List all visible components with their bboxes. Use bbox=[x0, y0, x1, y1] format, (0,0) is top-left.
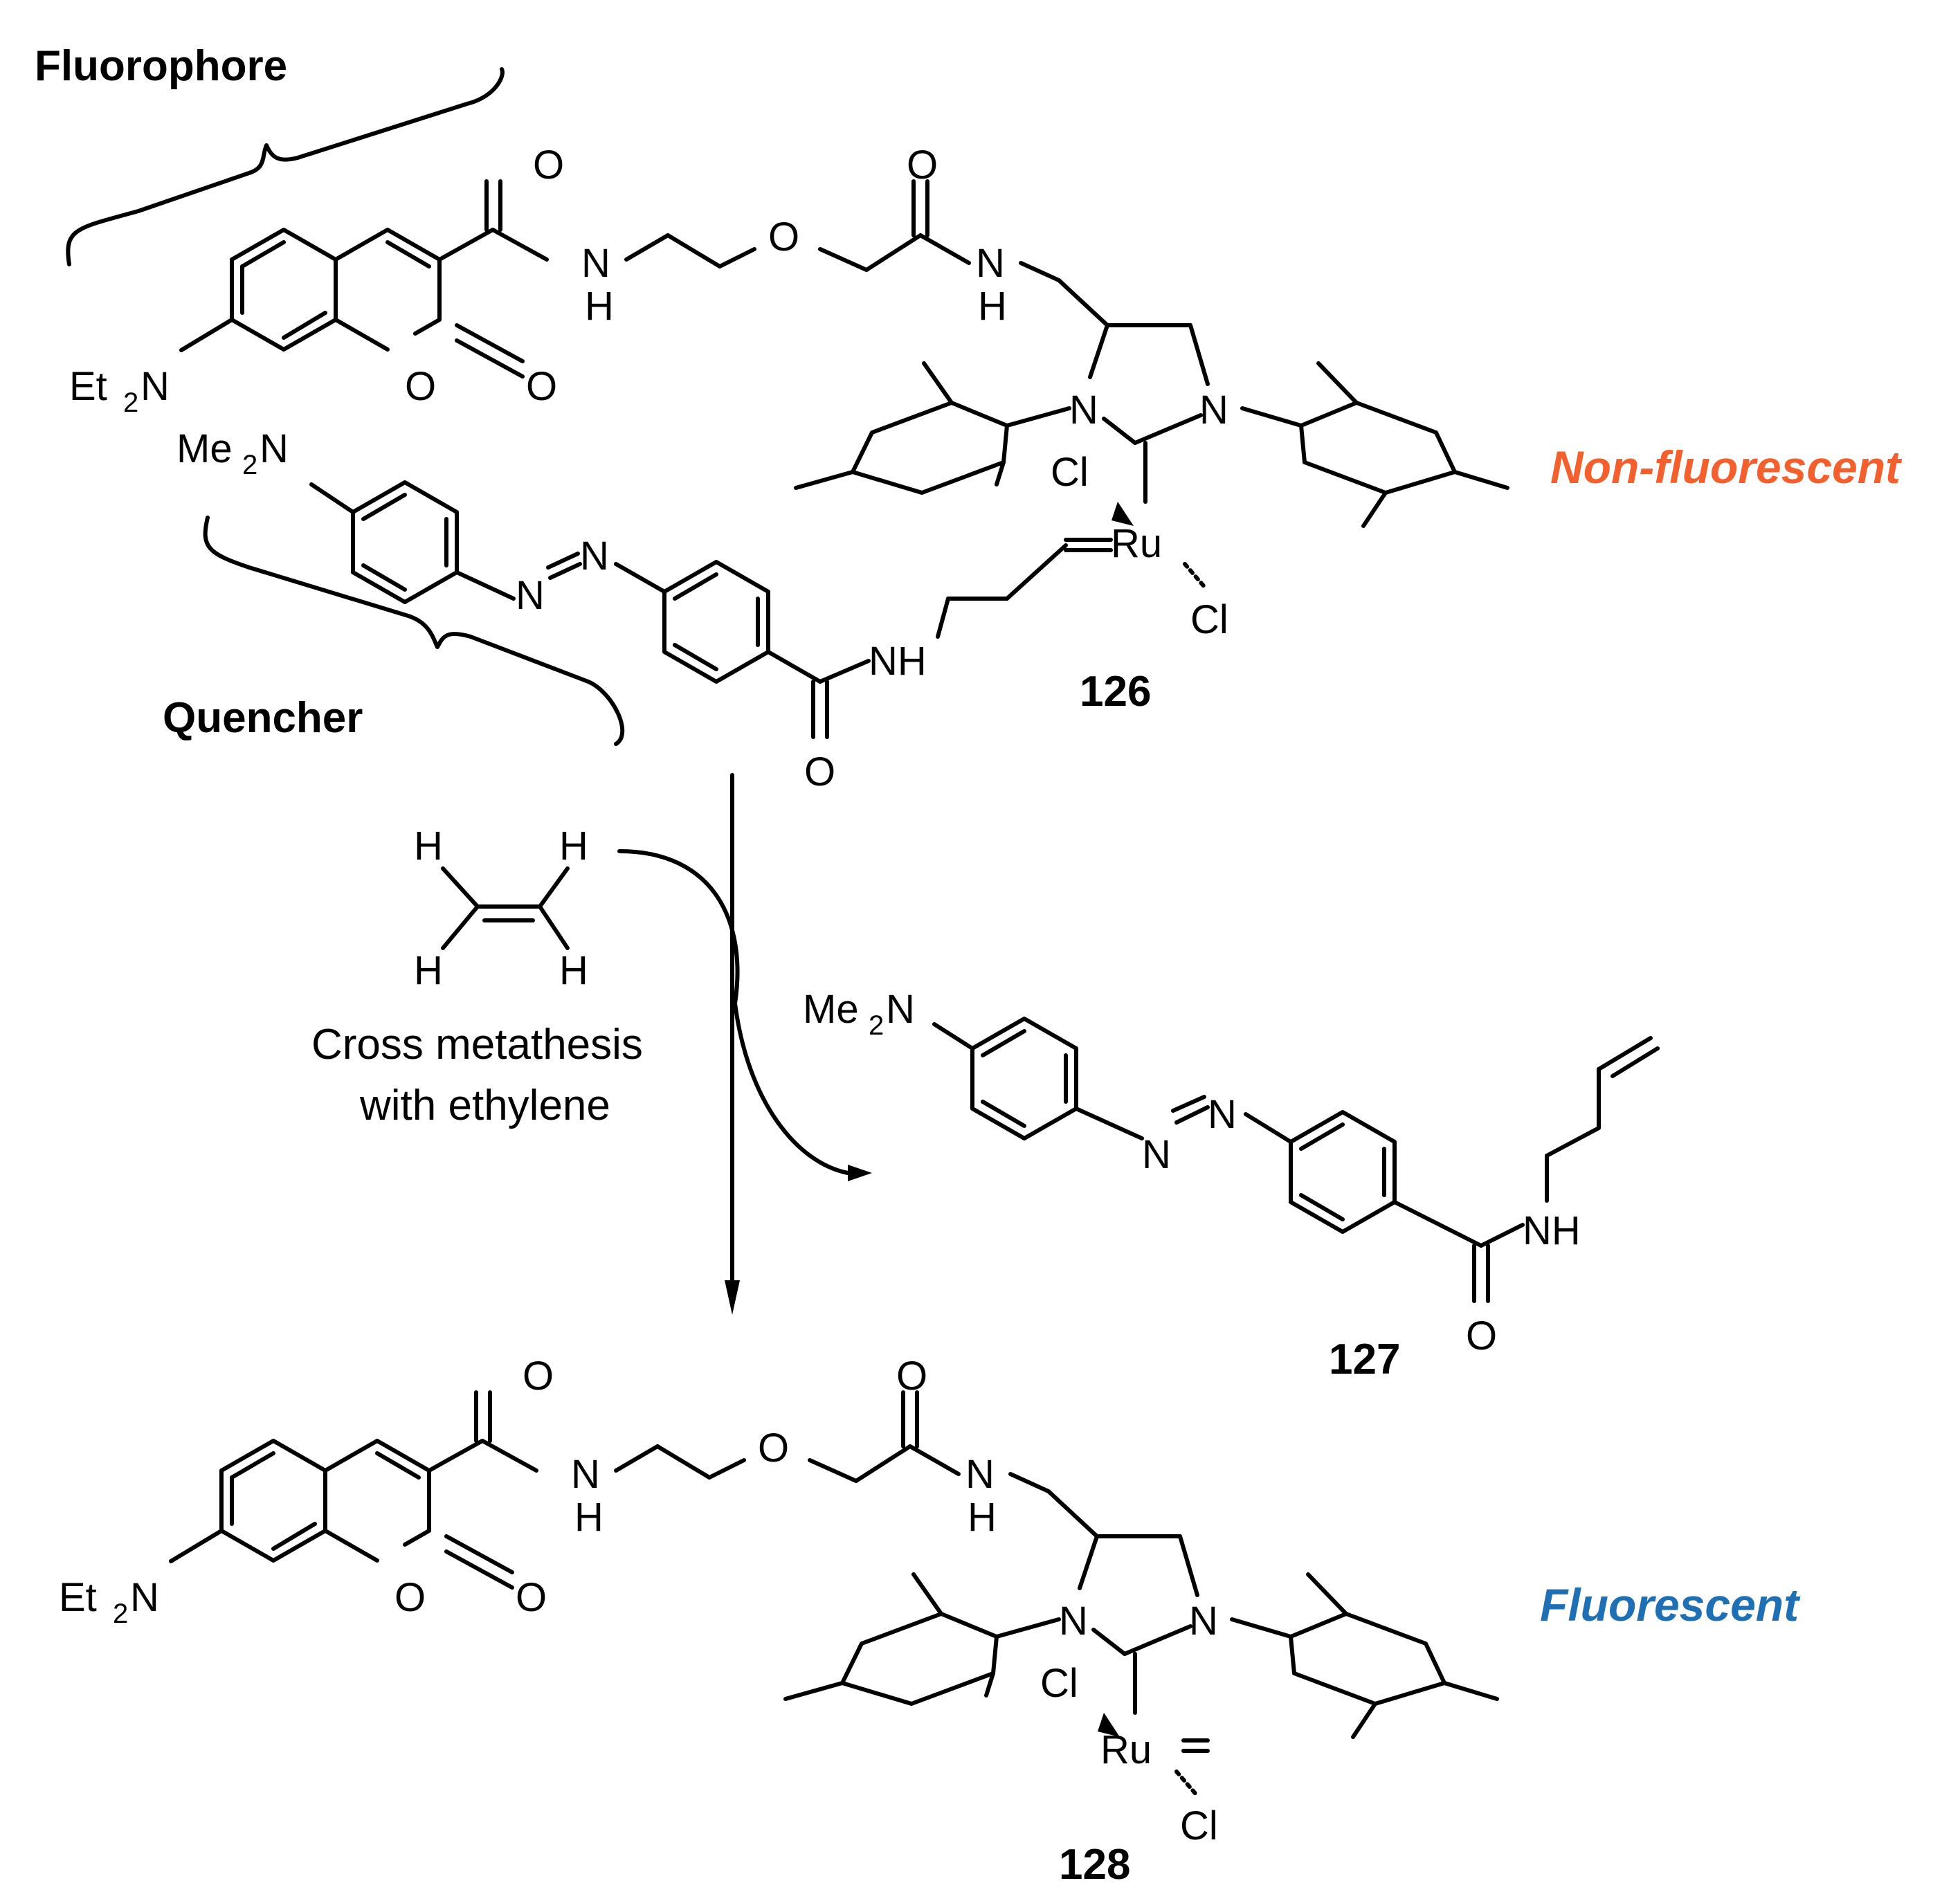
fluorophore-label: Fluorophore bbox=[35, 42, 287, 90]
condition-line-2: with ethylene bbox=[359, 1082, 610, 1129]
atom-O: O bbox=[516, 1575, 547, 1620]
compound-128-structure bbox=[169, 1390, 1499, 1798]
atom-Et: Et bbox=[69, 364, 107, 409]
atom-N: N bbox=[1059, 1599, 1088, 1644]
atom-Ru: Ru bbox=[1111, 521, 1162, 566]
atom-H: H bbox=[574, 1495, 604, 1540]
atom-H: H bbox=[559, 948, 588, 993]
atom-NH: NH bbox=[1523, 1208, 1581, 1253]
compound-number-127: 127 bbox=[1329, 1336, 1400, 1383]
atom-Cl: Cl bbox=[1051, 450, 1089, 495]
atom-N: N bbox=[965, 1452, 995, 1497]
atom-N: N bbox=[581, 241, 610, 286]
atom-O: O bbox=[526, 364, 557, 409]
atom-H: H bbox=[414, 824, 443, 868]
atom-N: N bbox=[976, 241, 1005, 286]
compound-127-structure bbox=[932, 1017, 1660, 1303]
atom-O: O bbox=[533, 143, 564, 188]
atom-Cl: Cl bbox=[1180, 1803, 1218, 1848]
atom-H: H bbox=[968, 1495, 997, 1540]
atom-Me: Me bbox=[176, 426, 233, 471]
byproduct-curved-arrow bbox=[617, 849, 850, 1175]
compound-126-structure bbox=[179, 179, 1509, 739]
ethylene-structure bbox=[441, 866, 570, 950]
quencher-brace bbox=[203, 516, 625, 746]
atom-O: O bbox=[523, 1354, 554, 1399]
atom-sub2: 2 bbox=[113, 1599, 128, 1629]
atom-H: H bbox=[414, 948, 443, 993]
atom-N: N bbox=[1142, 1132, 1171, 1177]
byproduct-arrow-head bbox=[848, 1165, 872, 1181]
atom-Cl: Cl bbox=[1040, 1661, 1078, 1706]
atom-N: N bbox=[886, 987, 915, 1032]
atom-sub2: 2 bbox=[869, 1010, 884, 1041]
compound-number-128: 128 bbox=[1059, 1841, 1130, 1889]
atom-N: N bbox=[571, 1452, 600, 1497]
atom-O: O bbox=[758, 1426, 789, 1471]
atom-H: H bbox=[585, 284, 614, 329]
quencher-label: Quencher bbox=[163, 694, 363, 742]
fluorescent-label: Fluorescent bbox=[1540, 1579, 1801, 1630]
condition-line-1: Cross metathesis bbox=[311, 1021, 643, 1068]
atom-Me: Me bbox=[803, 987, 859, 1032]
atom-N: N bbox=[1189, 1599, 1218, 1644]
atom-O: O bbox=[1466, 1313, 1497, 1358]
atom-O: O bbox=[907, 143, 938, 188]
atom-Et: Et bbox=[59, 1575, 97, 1620]
atom-O: O bbox=[804, 749, 835, 794]
compound-number-126: 126 bbox=[1080, 668, 1151, 716]
atom-H: H bbox=[978, 284, 1007, 329]
atom-Cl: Cl bbox=[1190, 597, 1228, 642]
atom-H: H bbox=[559, 824, 588, 868]
atom-N: N bbox=[1199, 388, 1228, 433]
fluorophore-brace bbox=[66, 67, 505, 266]
atom-O: O bbox=[405, 364, 436, 409]
reaction-arrow-head bbox=[725, 1280, 740, 1315]
atom-Ru: Ru bbox=[1100, 1727, 1152, 1772]
atom-sub2: 2 bbox=[242, 450, 257, 480]
atom-N: N bbox=[260, 426, 289, 471]
non-fluorescent-label: Non-fluorescent bbox=[1550, 442, 1903, 493]
atom-NH: NH bbox=[869, 639, 927, 684]
atom-N: N bbox=[1069, 388, 1098, 433]
atom-O: O bbox=[394, 1575, 426, 1620]
atom-N: N bbox=[580, 534, 609, 579]
atom-N: N bbox=[1208, 1092, 1237, 1137]
atom-N: N bbox=[516, 573, 545, 618]
atom-O: O bbox=[768, 215, 799, 260]
atom-N: N bbox=[140, 364, 170, 409]
atom-O: O bbox=[896, 1354, 927, 1399]
atom-sub2: 2 bbox=[123, 388, 138, 418]
atom-N: N bbox=[130, 1575, 159, 1620]
